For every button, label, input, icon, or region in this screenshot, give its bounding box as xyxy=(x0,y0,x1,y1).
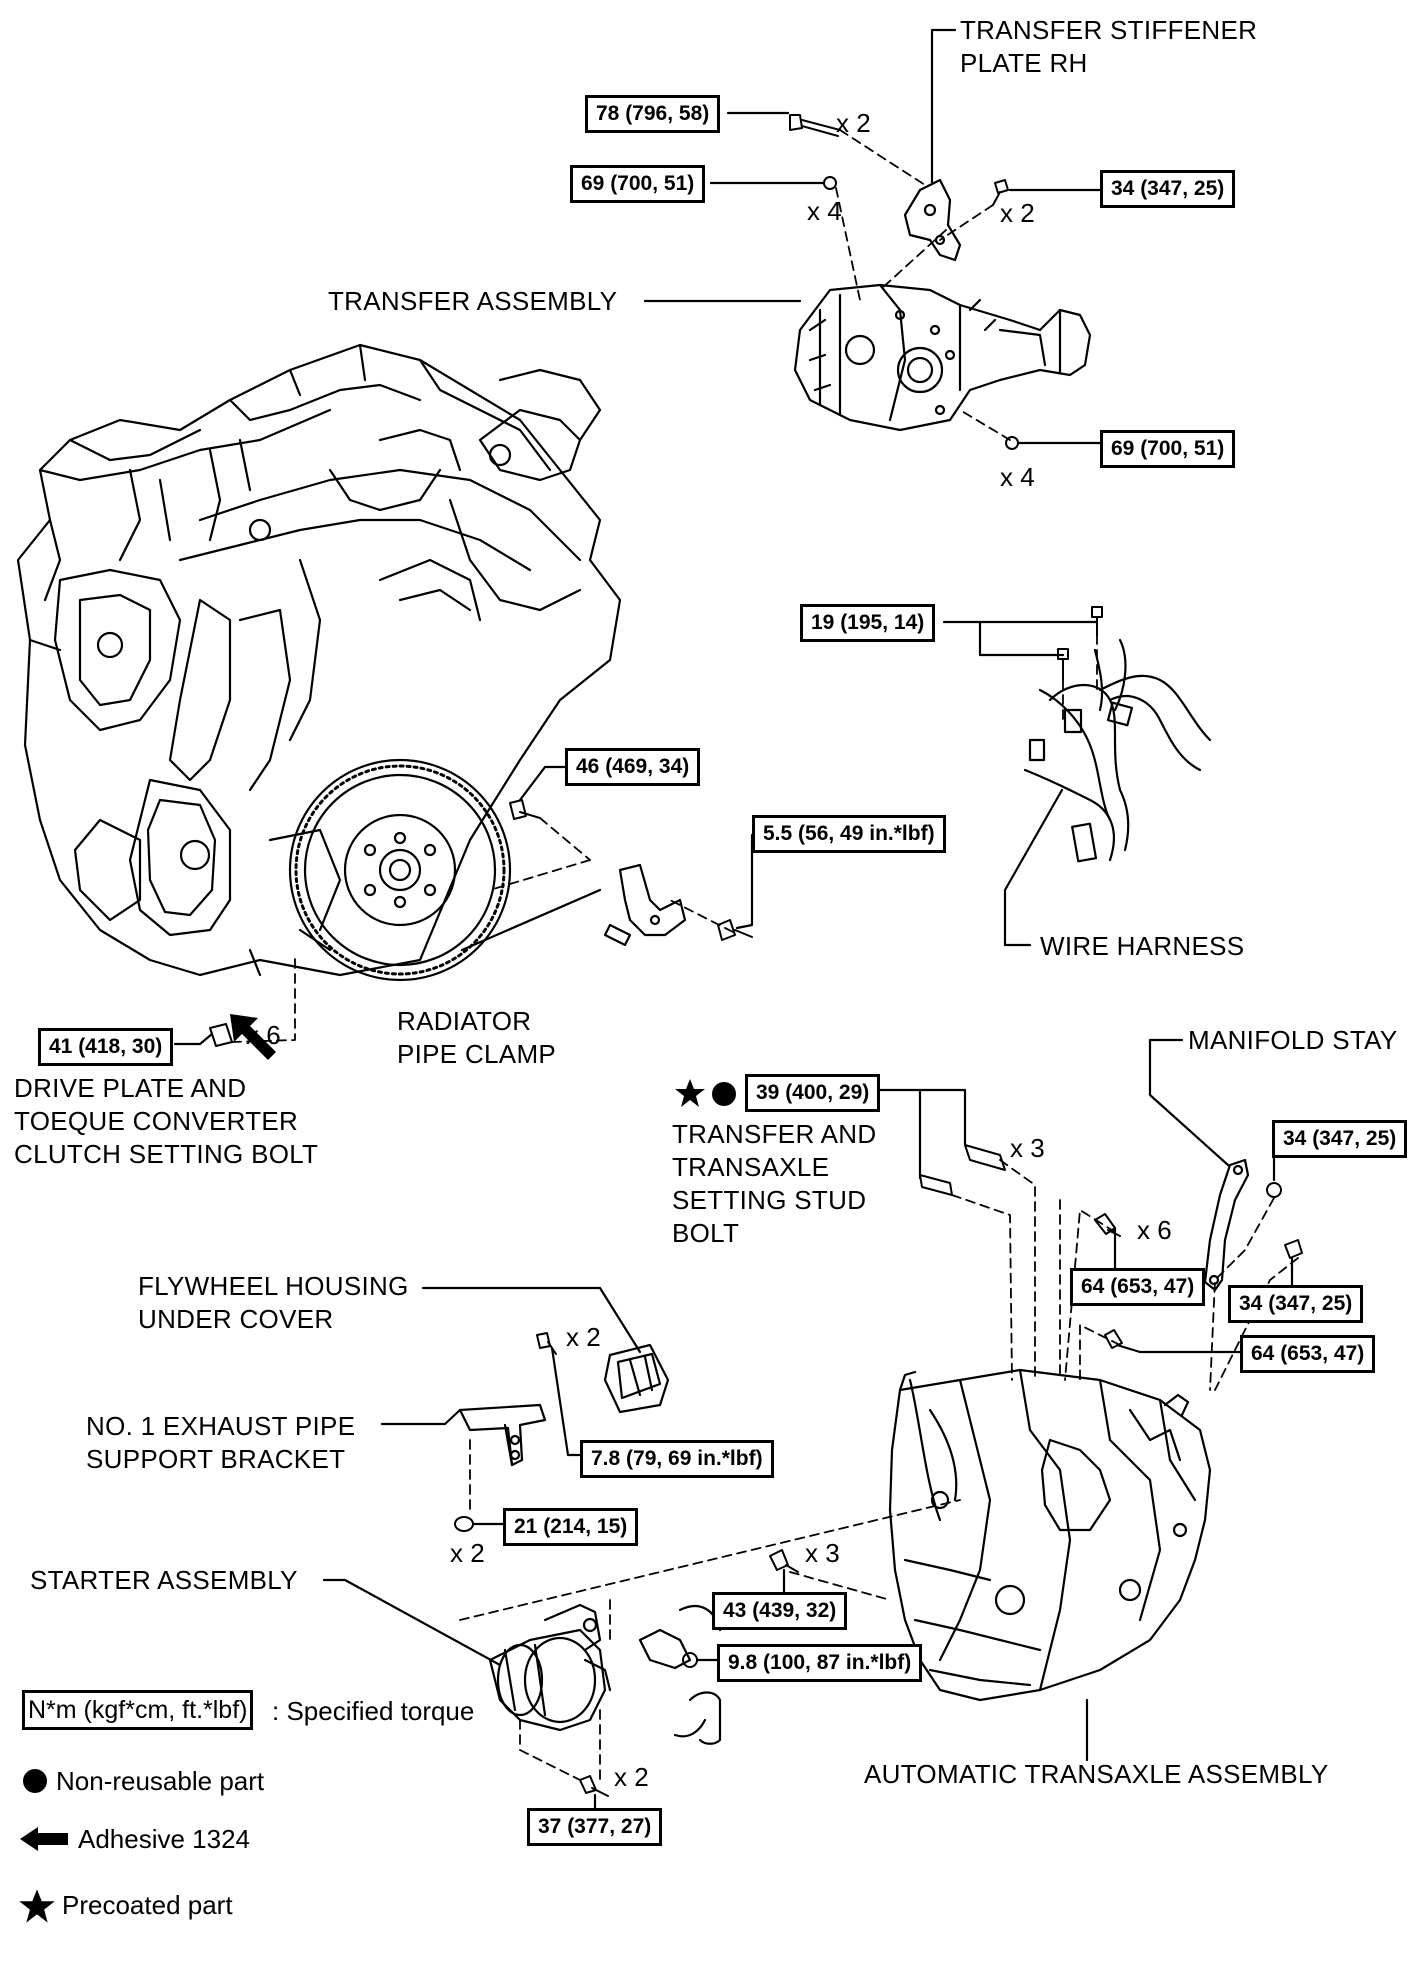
stud-bolt-label-1: TRANSFER AND xyxy=(672,1119,877,1149)
torque-64-lower: 64 (653, 47) xyxy=(1240,1335,1376,1373)
torque-34-stay-lower: 34 (347, 25) xyxy=(1228,1285,1364,1323)
automatic-transaxle-label: AUTOMATIC TRANSAXLE ASSEMBLY xyxy=(864,1759,1329,1789)
qty-37-bolts: x 2 xyxy=(614,1762,649,1792)
legend-torque-box: N*m (kgf*cm, ft.*lbf) xyxy=(22,1690,254,1730)
transfer-stiffener-label: TRANSFER STIFFENER xyxy=(960,15,1258,45)
wire-harness-illustration xyxy=(1023,638,1212,863)
drive-plate-illustration xyxy=(288,758,512,982)
fasteners xyxy=(209,114,1303,1797)
plate-rh-label: PLATE RH xyxy=(960,48,1088,78)
manifold-stay-illustration xyxy=(1203,1158,1250,1292)
flywheel-cover-label-2: UNDER COVER xyxy=(138,1304,334,1334)
torque-19: 19 (195, 14) xyxy=(800,604,936,642)
starter-assembly-label: STARTER ASSEMBLY xyxy=(30,1565,298,1595)
torque-34-stay-upper: 34 (347, 25) xyxy=(1272,1120,1408,1158)
torque-21: 21 (214, 15) xyxy=(503,1508,639,1546)
wire-harness-label: WIRE HARNESS xyxy=(1040,931,1245,961)
filled-circle-icon xyxy=(712,1082,736,1106)
torque-69-upper: 69 (700, 51) xyxy=(570,165,706,203)
manifold-stay-label: MANIFOLD STAY xyxy=(1188,1025,1398,1055)
radiator-pipe-clamp-label-2: PIPE CLAMP xyxy=(397,1039,557,1069)
torque-37: 37 (377, 27) xyxy=(527,1808,663,1846)
star-icon xyxy=(19,1889,55,1923)
exhaust-bracket-illustration xyxy=(458,1403,547,1467)
torque-34-stiffener: 34 (347, 25) xyxy=(1100,170,1236,208)
leader-lines xyxy=(173,28,1294,1810)
torque-9-8: 9.8 (100, 87 in.*lbf) xyxy=(717,1644,923,1682)
transfer-assembly-illustration xyxy=(793,283,1092,432)
radiator-pipe-clamp-illustration xyxy=(603,863,687,947)
qty-69-lower-nuts: x 4 xyxy=(1000,462,1035,492)
legend-torque-text: : Specified torque xyxy=(272,1696,475,1726)
drive-plate-label-2: TOEQUE CONVERTER xyxy=(14,1106,299,1136)
stud-bolt-label-3: SETTING STUD xyxy=(672,1185,867,1215)
starter-connector-illustration xyxy=(638,1628,692,1670)
exhaust-bracket-label-1: NO. 1 EXHAUST PIPE xyxy=(86,1411,356,1441)
legend-precoated: Precoated part xyxy=(62,1890,233,1920)
legend-non-reusable: Non-reusable part xyxy=(56,1766,265,1796)
qty-21-nuts: x 2 xyxy=(450,1538,485,1568)
drive-plate-label-3: CLUTCH SETTING BOLT xyxy=(14,1139,319,1169)
stud-bolt-label-4: BOLT xyxy=(672,1218,740,1248)
stud-bolt-symbols xyxy=(675,1079,736,1107)
flywheel-cover-label-1: FLYWHEEL HOUSING xyxy=(138,1271,409,1301)
transfer-stiffener-plate-illustration xyxy=(903,178,962,262)
torque-5-5: 5.5 (56, 49 in.*lbf) xyxy=(752,815,946,853)
torque-69-lower: 69 (700, 51) xyxy=(1100,430,1236,468)
radiator-pipe-clamp-label-1: RADIATOR xyxy=(397,1006,532,1036)
assembly-lines xyxy=(231,129,1299,1781)
legend-adhesive: Adhesive 1324 xyxy=(78,1824,251,1854)
torque-7-8: 7.8 (79, 69 in.*lbf) xyxy=(580,1440,774,1478)
qty-39-studs: x 3 xyxy=(1010,1133,1045,1163)
qty-64-bolts: x 6 xyxy=(1137,1215,1172,1245)
torque-43: 43 (439, 32) xyxy=(712,1592,848,1630)
qty-78-bolts: x 2 xyxy=(836,108,871,138)
flywheel-housing-cover-illustration xyxy=(603,1343,670,1414)
starter-assembly-illustration xyxy=(488,1603,612,1732)
torque-78: 78 (796, 58) xyxy=(585,95,721,133)
star-icon xyxy=(675,1079,705,1107)
torque-41: 41 (418, 30) xyxy=(38,1028,174,1066)
qty-43-bolts: x 3 xyxy=(805,1538,840,1568)
automatic-transaxle-illustration xyxy=(888,1368,1212,1702)
qty-7-8-bolts: x 2 xyxy=(566,1322,601,1352)
left-arrow-icon xyxy=(20,1827,68,1851)
filled-circle-icon xyxy=(23,1769,47,1793)
exhaust-bracket-label-2: SUPPORT BRACKET xyxy=(86,1444,346,1474)
qty-34-stiffener-bolts: x 2 xyxy=(1000,198,1035,228)
torque-39: 39 (400, 29) xyxy=(745,1074,881,1112)
qty-69-upper-nuts: x 4 xyxy=(807,196,842,226)
transfer-assembly-label: TRANSFER ASSEMBLY xyxy=(328,286,618,316)
engine-illustration xyxy=(16,343,622,977)
adhesive-arrow-icon xyxy=(230,1014,276,1060)
drive-plate-label-1: DRIVE PLATE AND xyxy=(14,1073,247,1103)
torque-64-upper: 64 (653, 47) xyxy=(1070,1268,1206,1306)
stud-bolt-label-2: TRANSAXLE xyxy=(672,1152,830,1182)
torque-46: 46 (469, 34) xyxy=(565,748,701,786)
